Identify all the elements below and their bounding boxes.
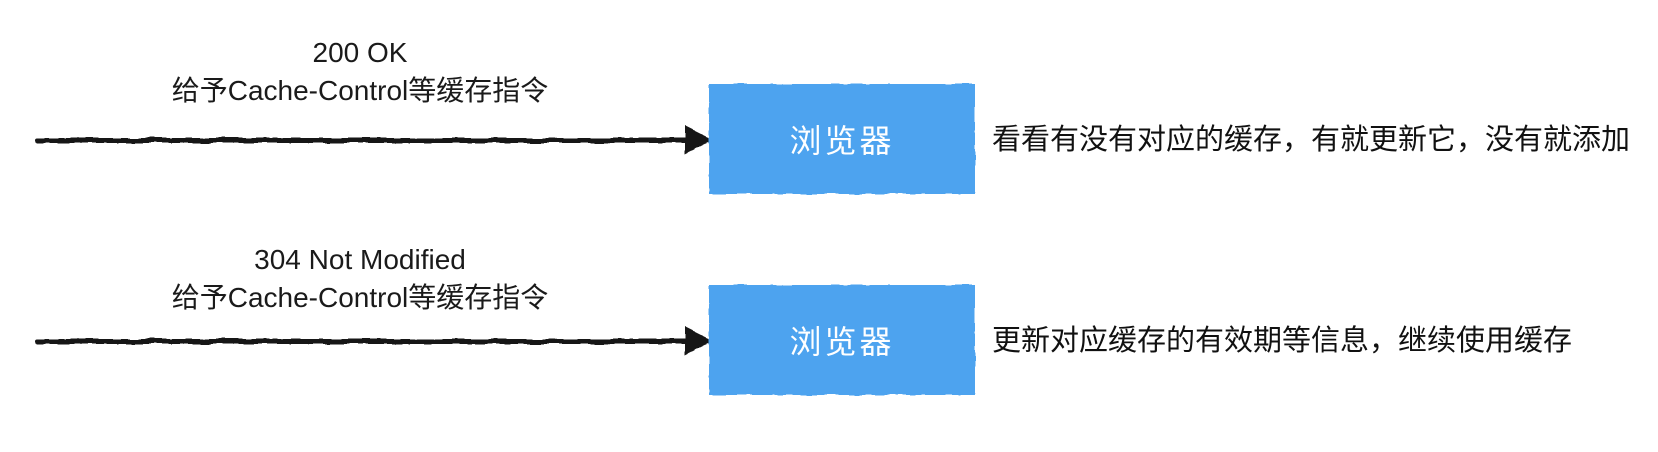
status-code-label: 200 OK xyxy=(312,37,408,68)
arrow-head xyxy=(685,126,713,154)
browser-node-label: 浏览器 xyxy=(789,324,895,360)
arrow-line xyxy=(35,138,687,143)
browser-node: 浏览器 xyxy=(709,84,975,194)
browser-node-background xyxy=(709,285,975,395)
browser-node-label: 浏览器 xyxy=(789,123,895,159)
browser-action-annotation: 看看有没有对应的缓存，有就更新它，没有就添加 xyxy=(992,124,1631,156)
arrow-line xyxy=(35,339,687,344)
cache-directive-label: 给予Cache-Control等缓存指令 xyxy=(171,75,549,106)
cache-directive-label: 给予Cache-Control等缓存指令 xyxy=(171,282,549,313)
diagram-row-304-not-modified: 304 Not Modified 给予Cache-Control等缓存指令 浏览… xyxy=(0,201,1658,427)
response-label-block: 304 Not Modified 给予Cache-Control等缓存指令 xyxy=(110,241,610,317)
diagram-row-200-ok: 200 OK 给予Cache-Control等缓存指令 浏览器 看看有没有对应的… xyxy=(35,34,1631,194)
right-arrow-icon xyxy=(35,123,715,157)
browser-node-background xyxy=(709,84,975,194)
status-code-label: 304 Not Modified xyxy=(254,244,466,275)
arrow-head xyxy=(685,327,713,355)
response-label-block: 200 OK 给予Cache-Control等缓存指令 xyxy=(110,34,610,110)
right-arrow-icon xyxy=(35,324,715,358)
browser-action-annotation: 更新对应缓存的有效期等信息，继续使用缓存 xyxy=(992,325,1573,357)
browser-node: 浏览器 xyxy=(709,285,975,395)
